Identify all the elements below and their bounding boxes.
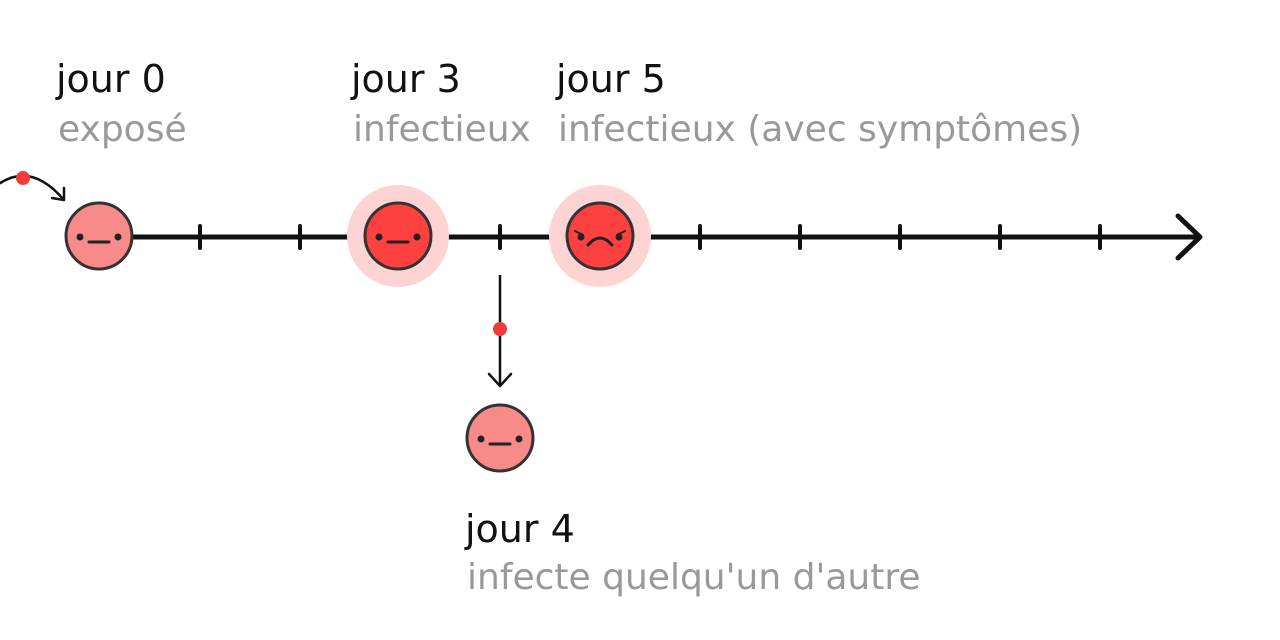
day-0-description: exposé — [58, 109, 187, 150]
day-5-label: jour 5 — [556, 57, 666, 101]
timeline-arrowhead — [1175, 213, 1203, 261]
face-day-3-icon — [347, 185, 449, 287]
face-day-5-icon — [549, 185, 651, 287]
exposure-arrow — [0, 171, 66, 202]
day-5-description: infectieux (avec symptômes) — [558, 109, 1083, 150]
timeline-axis — [127, 213, 1203, 261]
day-4-label: jour 4 — [465, 507, 575, 551]
virus-dot — [493, 322, 507, 336]
faces-layer — [64, 185, 651, 473]
day-0-label: jour 0 — [56, 57, 166, 101]
day-4-description: infecte quelqu'un d'autre — [467, 557, 921, 598]
transmission-arrow — [487, 275, 513, 388]
day-3-description: infectieux — [353, 109, 531, 150]
face-day-4-icon — [465, 403, 535, 473]
day-3-label: jour 3 — [351, 57, 461, 101]
face-day-0-icon — [64, 201, 134, 271]
virus-dot — [16, 171, 30, 185]
timeline-ticks — [198, 224, 1102, 250]
